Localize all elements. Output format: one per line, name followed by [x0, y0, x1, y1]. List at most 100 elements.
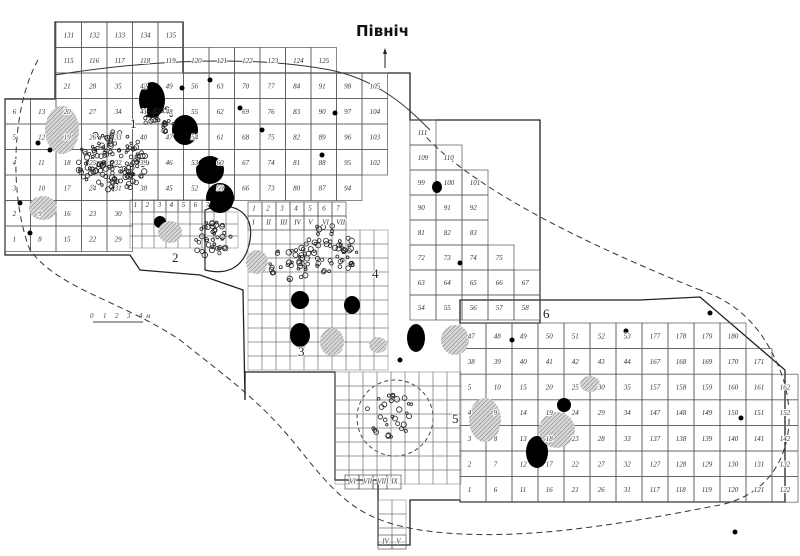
- grid-cell: [391, 527, 407, 543]
- grid-cell-label: 81: [293, 159, 300, 167]
- grid-cell-label: 97: [344, 108, 352, 116]
- grid-cell: [446, 427, 462, 443]
- grid-cell-label: 135: [166, 31, 177, 39]
- grid-cell: [331, 285, 347, 301]
- grid-cell: [432, 399, 448, 415]
- grid-cell-label: 15: [520, 384, 528, 392]
- pottery-fragment: [139, 150, 144, 155]
- grid-cell-label: 33: [623, 435, 632, 443]
- grid-cell-label: 128: [676, 460, 687, 468]
- pottery-fragment: [296, 266, 301, 271]
- hatched-feature: [580, 376, 600, 392]
- grid-cell: [446, 371, 462, 387]
- grid-cell: [261, 355, 277, 371]
- grid-cell: [261, 327, 277, 343]
- grid-cell: [362, 441, 378, 457]
- grid-cell-label: 72: [418, 254, 426, 262]
- pottery-fragment: [208, 246, 216, 254]
- grid-cell: [432, 385, 448, 401]
- pottery-fragment: [126, 165, 132, 170]
- grid-cell-label: 139: [702, 435, 713, 443]
- grid-cell-label: 124: [293, 57, 304, 65]
- grid-cell: [317, 271, 333, 287]
- grid-cell-label: 120: [728, 486, 739, 494]
- grid-cell-label: 162: [780, 384, 791, 392]
- grid-cell: [404, 455, 420, 471]
- grid-cell-label: 21: [64, 82, 71, 90]
- grid-cell-label: 116: [89, 57, 99, 65]
- posthole-dot: [27, 230, 33, 236]
- pottery-fragment: [220, 237, 224, 241]
- pottery-fragment: [129, 178, 136, 185]
- grid-cell: [4, 174, 31, 201]
- grid-cell-label: 20: [546, 384, 554, 392]
- grid-cell-label: 89: [319, 133, 327, 141]
- grid-cell-label: 41: [546, 358, 553, 366]
- pottery-fragment: [144, 160, 150, 166]
- grid-cell-label: 101: [470, 179, 481, 187]
- grid-cell-label: 47: [468, 332, 476, 340]
- grid-cell-label: 142: [780, 435, 791, 443]
- grid-cell: [446, 441, 462, 457]
- pottery-fragment: [121, 166, 127, 171]
- pottery-fragment: [303, 255, 310, 262]
- grid-cell: [247, 327, 263, 343]
- grid-cell-label: 119: [166, 57, 176, 65]
- pottery-fragment: [274, 250, 280, 256]
- grid-cell-label: 160: [728, 384, 739, 392]
- grid-cell: [334, 371, 350, 387]
- pottery-fragment: [329, 223, 335, 229]
- grid-cell-label: 122: [780, 486, 791, 494]
- pit-feature: [432, 181, 442, 193]
- posthole-dot: [35, 140, 41, 146]
- grid-cell-label: 53: [191, 159, 199, 167]
- grid-cell-label: 178: [676, 332, 687, 340]
- grid-cell: [362, 371, 378, 387]
- grid-cell: [373, 313, 389, 329]
- area-label-5: 5: [452, 411, 459, 426]
- pottery-fragment: [268, 266, 275, 273]
- pottery-fragment: [210, 237, 215, 242]
- grid-cell: [485, 476, 513, 503]
- grid-cell-label: 109: [418, 154, 429, 162]
- scale-tick-3: 3: [126, 312, 131, 320]
- grid-cell: [376, 427, 392, 443]
- grid-cell-label: 28: [89, 82, 97, 90]
- grid-cell-label: 65: [470, 279, 478, 287]
- grid-cell-label: II: [265, 218, 271, 226]
- pottery-fragment: [141, 168, 148, 175]
- grid-cell: [345, 341, 361, 357]
- pit-feature: [344, 296, 360, 314]
- pottery-fragment: [118, 153, 124, 159]
- grid-cell-label: IV: [293, 218, 301, 226]
- grid-cell: [348, 371, 364, 387]
- pit-feature: [290, 323, 310, 347]
- grid-cell-label: 84: [293, 82, 301, 90]
- pottery-fragment: [98, 153, 104, 159]
- area-label-2: 2: [172, 250, 179, 265]
- grid-cell-label: 16: [546, 486, 554, 494]
- pottery-fragment: [152, 109, 157, 115]
- grid-cell: [334, 385, 350, 401]
- grid-cell-label: 34: [623, 409, 632, 417]
- pottery-fragment: [80, 174, 86, 180]
- grid-cell-label: 3: [279, 204, 284, 212]
- grid-cell-label: 119: [702, 486, 712, 494]
- pottery-fragment: [92, 162, 98, 169]
- pottery-fragment: [377, 414, 383, 420]
- grid-cell-label: 41: [140, 108, 147, 116]
- grid-cell-label: 23: [89, 210, 97, 218]
- hatched-feature: [45, 106, 79, 154]
- grid-cell: [377, 499, 393, 515]
- grid-cell: [345, 313, 361, 329]
- grid-cell: [334, 427, 350, 443]
- grid-cell: [317, 299, 333, 315]
- grid-cell-label: 90: [418, 204, 426, 212]
- grid-cell-label: 32: [114, 159, 123, 167]
- grid-cell-label: 76: [268, 108, 276, 116]
- pottery-fragment: [212, 231, 217, 236]
- grid-cell-label: 95: [344, 159, 352, 167]
- pottery-fragment: [75, 159, 82, 165]
- grid-cell-label: 44: [624, 358, 632, 366]
- grid-cell: [386, 474, 402, 490]
